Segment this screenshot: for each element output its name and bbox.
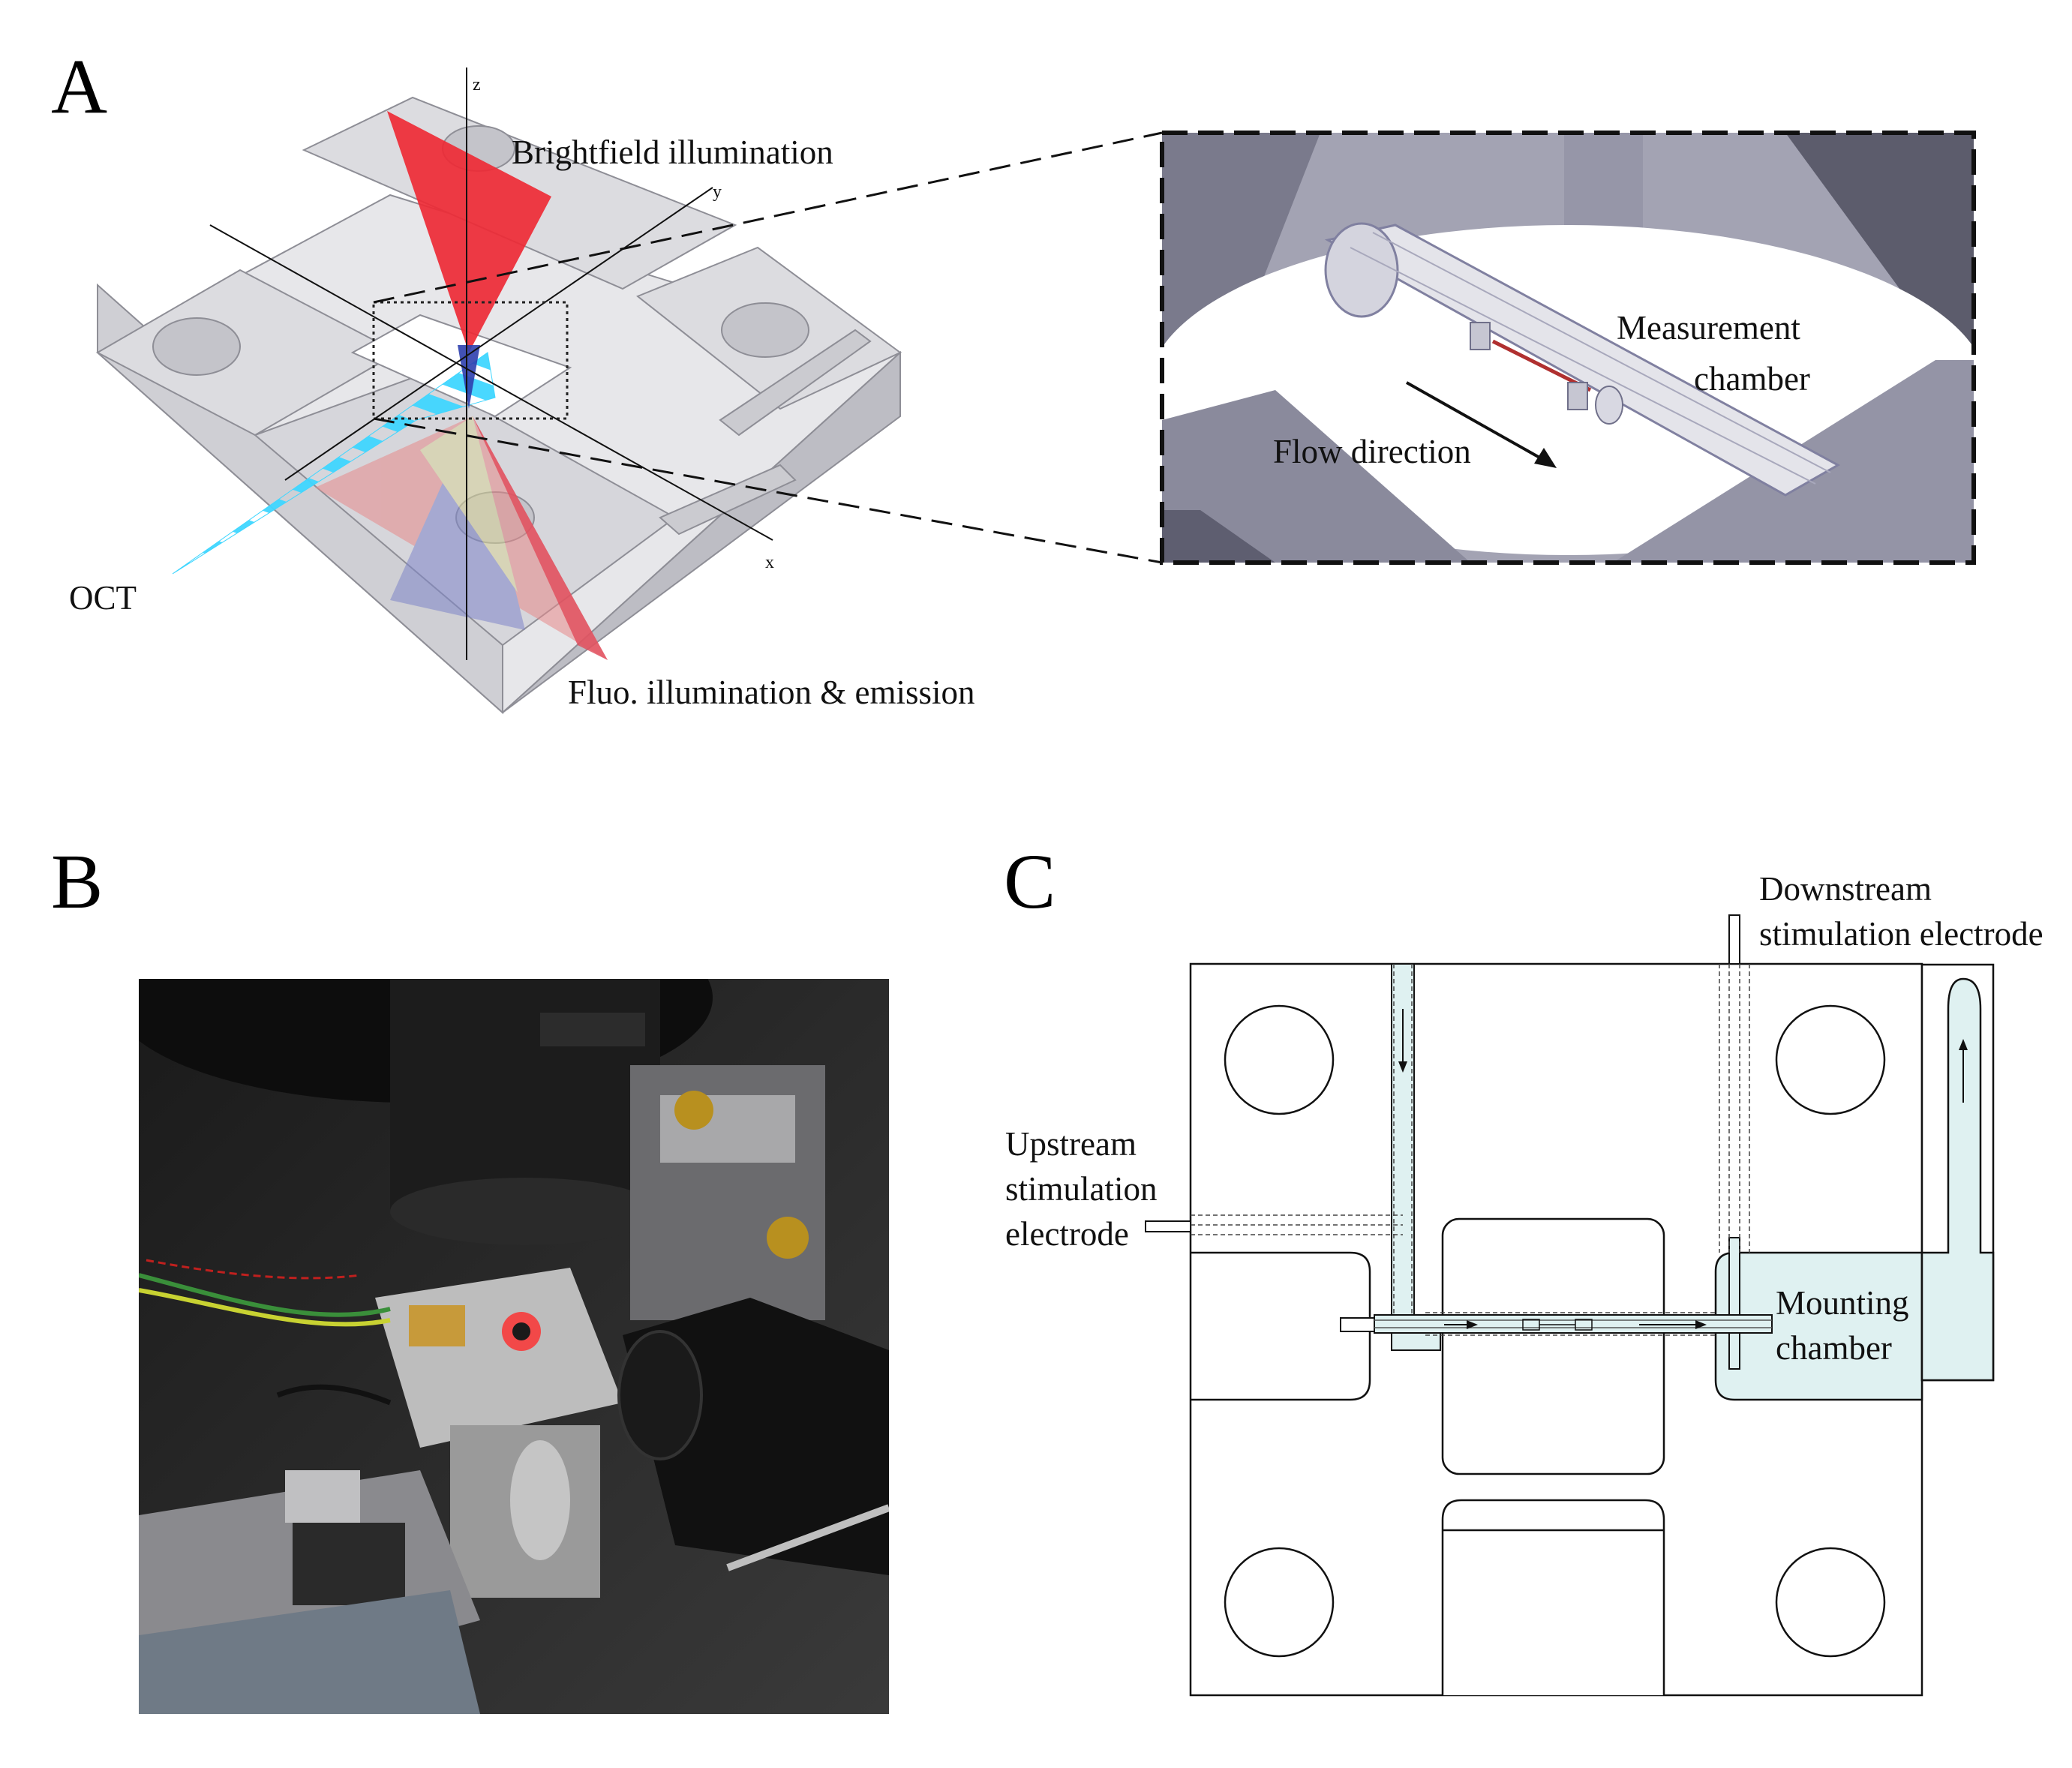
oct-beam: [173, 353, 495, 574]
zoom-connector-bottom: [373, 417, 1163, 564]
capillary-tube: [1324, 222, 1841, 497]
upstream-label-line2: stimulation: [1005, 1170, 1158, 1208]
axis-label-y: y: [713, 182, 722, 202]
axis-label-z: z: [473, 75, 481, 95]
panel-a-letter: A: [51, 44, 107, 130]
mounting-label-line2: chamber: [1776, 1329, 1892, 1367]
mounting-chamber: [1714, 963, 1995, 1401]
inset-frame: [1160, 131, 1976, 565]
downstream-label-line2: stimulation electrode: [1759, 915, 2043, 953]
measurement-label-line1: Measurement: [1617, 309, 1800, 347]
setup-photograph: [139, 979, 889, 1714]
zoom-connector-top: [373, 131, 1163, 304]
downstream-electrode: [1719, 914, 1750, 1370]
brightfield-cone: [387, 111, 551, 353]
axis-label-x: x: [765, 553, 774, 572]
measurement-label-line2: chamber: [1694, 360, 1810, 398]
mounting-label-line1: Mounting: [1776, 1284, 1909, 1322]
panel-a-axes: [209, 68, 773, 660]
panel-c-letter: C: [1004, 839, 1056, 925]
upstream-label-line3: electrode: [1005, 1215, 1129, 1253]
upstream-label-line1: Upstream: [1005, 1125, 1137, 1163]
capillary-schematic: [1340, 1312, 1773, 1336]
upstream-electrode: [1145, 1214, 1403, 1235]
fluo-cones: [315, 416, 608, 660]
flow-direction-label: Flow direction: [1273, 433, 1471, 470]
zoom-selection-box: [372, 301, 569, 420]
brightfield-label: Brightfield illumination: [512, 134, 833, 171]
oct-label: OCT: [69, 579, 137, 617]
fluo-label: Fluo. illumination & emission: [568, 674, 975, 711]
panel-b-letter: B: [51, 839, 103, 925]
fluo-cone-tip: [473, 416, 608, 660]
flow-arrow: [1406, 381, 1554, 467]
downstream-label-line1: Downstream: [1759, 870, 1932, 908]
measurement-chamber-inset: [1162, 133, 1974, 563]
